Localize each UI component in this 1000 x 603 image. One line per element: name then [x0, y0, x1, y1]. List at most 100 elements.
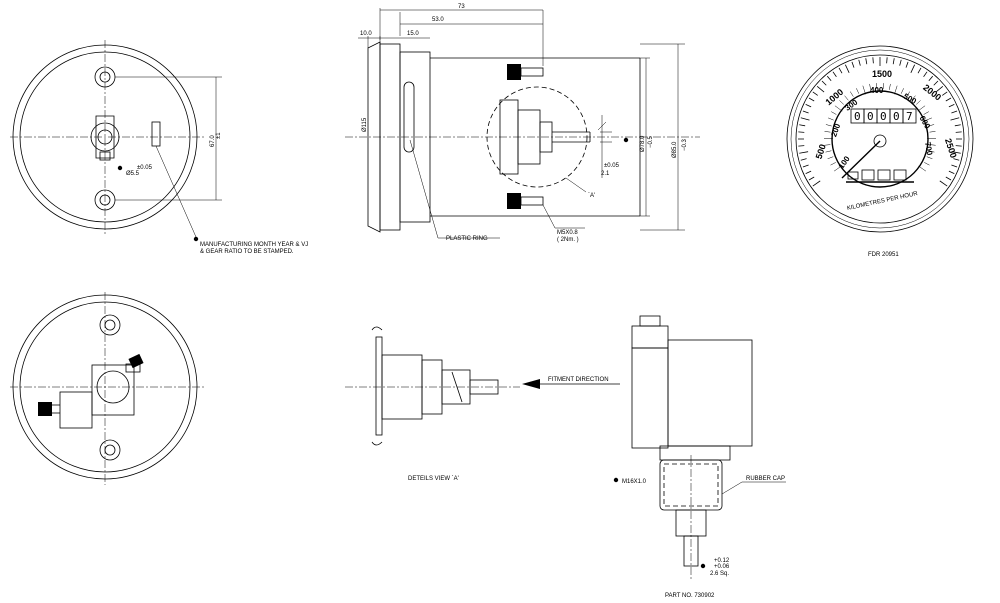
- dial-outer-tick: [800, 117, 810, 121]
- dial-inner-tick: [825, 124, 832, 127]
- dial-outer-tick: [935, 85, 944, 93]
- dial-outer-tick: [799, 151, 809, 154]
- dim-78-tol: −0.5: [648, 135, 654, 148]
- dim-85-tol: −0.3: [682, 138, 688, 151]
- dial-outer-tick: [838, 67, 843, 74]
- dial-outer-tick: [945, 97, 952, 102]
- dial-outer-tick: [905, 61, 909, 68]
- odometer-digit-2: 0: [867, 110, 874, 123]
- dial-outer-tick: [812, 180, 821, 187]
- dial-inner-tick: [849, 91, 854, 97]
- dial-inner-tick: [869, 83, 871, 90]
- dial-outer-tick: [865, 58, 868, 65]
- odometer-digit-1: 0: [854, 110, 861, 123]
- dial-outer-tick: [872, 57, 874, 64]
- dial-outer-1500: 1500: [872, 69, 892, 79]
- label-plastic-ring: PLASTIC RING: [446, 236, 488, 242]
- side-view: 10.0 15.0 53.0 73 Ø115 Ø78.0 −0.5 Ø85.0 …: [345, 4, 700, 243]
- dim-53: 53.0: [432, 17, 444, 23]
- dial-outer-2000: 2000: [921, 82, 943, 102]
- dial-outer-tick: [800, 158, 807, 161]
- note-manufacturing-line2: & GEAR RATIO TO BE STAMPED.: [200, 249, 294, 255]
- dial-inner-200: 200: [829, 122, 842, 138]
- dial-outer-tick: [950, 117, 960, 121]
- dim-67-tol: ±1: [216, 132, 222, 139]
- dial-outer-500: 500: [814, 143, 828, 160]
- dial-inner-tick: [844, 95, 849, 101]
- dim-115: Ø115: [362, 117, 368, 132]
- dial-outer-tick: [910, 64, 916, 74]
- dial-inner-tick: [918, 165, 927, 172]
- odometer: 0 0 0 0 7: [850, 108, 917, 124]
- note-manufacturing-line1: MANUFACTURING MONTH YEAR & VJ: [200, 242, 308, 248]
- dial-outer-tick: [917, 67, 922, 74]
- dial-inner-tick: [825, 150, 832, 153]
- dial-outer-tick: [812, 91, 818, 96]
- label-details-view-a: DETEILS VIEW `A': [408, 476, 459, 482]
- dial-outer-tick: [892, 58, 895, 65]
- needle-hub: [873, 134, 887, 148]
- dial-outer-tick: [799, 124, 806, 127]
- dial-outer-tick: [939, 180, 948, 187]
- dial-inner-tick: [856, 88, 860, 94]
- label-fitment-direction: FITMENT DIRECTION: [548, 377, 609, 383]
- dim-5-5: Ø5.5: [126, 171, 140, 177]
- dial-outer-tick: [955, 145, 962, 147]
- dial-outer-tick: [802, 110, 809, 114]
- dial-inner-tick: [924, 162, 930, 166]
- label-m16: M16X1.0: [622, 479, 647, 485]
- dial-outer-tick: [816, 85, 825, 93]
- label-m5-note: ( 2Nm. ): [557, 237, 579, 243]
- dial-inner-tick: [923, 111, 929, 115]
- dial-inner-tick: [824, 144, 831, 146]
- dial-outer-tick: [948, 103, 955, 108]
- dial-inner-400: 400: [870, 86, 884, 95]
- dim-73: 73: [458, 4, 465, 10]
- dim-85: Ø85.0: [672, 141, 678, 158]
- dial-outer-tick: [858, 59, 861, 66]
- rear-view-top: 67.0 ±1 Ø5.5 ±0.05 MANUFACTURING MONTH Y…: [10, 40, 308, 255]
- dial-outer-tick: [899, 59, 902, 66]
- dial-outer-tick: [951, 164, 958, 168]
- dial-inner-tick: [827, 156, 834, 160]
- dial-inner-tick: [916, 100, 921, 105]
- dim-sq-tol1: +0.12: [714, 558, 730, 564]
- dial-outer-tick: [805, 103, 812, 108]
- dial-outer-tick: [886, 57, 888, 64]
- dial-inner-tick: [929, 144, 936, 146]
- dial-inner-tick: [839, 100, 844, 105]
- dial-inner-tick: [831, 111, 837, 115]
- dial-outer-tick: [851, 61, 855, 68]
- dial-inner-tick: [894, 85, 898, 95]
- dial-outer-tick: [844, 64, 850, 74]
- dial-inner-tick: [828, 117, 834, 121]
- rear-view-bottom: [10, 292, 205, 485]
- dial-inner-tick: [830, 162, 836, 166]
- dial-outer-tick: [954, 124, 961, 127]
- odometer-digit-3: 0: [880, 110, 887, 123]
- dial-outer-tick: [802, 164, 809, 168]
- dial-inner-tick: [834, 105, 843, 112]
- dial-outer-tick: [951, 151, 961, 154]
- dial-outer-1000: 1000: [823, 87, 845, 108]
- dial-outer-2500: 2500: [943, 137, 959, 159]
- dial-inner-500: 500: [902, 92, 919, 107]
- dial-outer-tick: [923, 71, 928, 77]
- dim-78: Ø78.0: [640, 135, 646, 152]
- detail-view-a: DETEILS VIEW `A' FITMENT DIRECTION: [345, 326, 620, 482]
- dial-inner-tick: [906, 91, 911, 97]
- dial-outer-tick: [826, 75, 832, 82]
- dial-outer-tick: [928, 75, 934, 82]
- dial-outer-tick: [948, 170, 955, 175]
- dial-inner-700: 700: [923, 141, 934, 156]
- dial-face: 500 1000 1500 2000 2500 100 200 300 400 …: [786, 45, 974, 258]
- tell-tale-icons: [846, 169, 914, 183]
- dim-2-1: 2.1: [601, 171, 610, 177]
- dial-bottom-text: KILOMETRES PER HOUR: [847, 191, 919, 212]
- dim-2-6-sq: 2.6 Sq.: [710, 571, 729, 577]
- label-fdr: FDR 20951: [868, 252, 899, 258]
- dim-67: 67.0: [210, 135, 216, 147]
- odometer-digit-5: 7: [906, 110, 913, 123]
- dial-outer-tick: [798, 131, 805, 133]
- dial-outer-tick: [942, 91, 948, 96]
